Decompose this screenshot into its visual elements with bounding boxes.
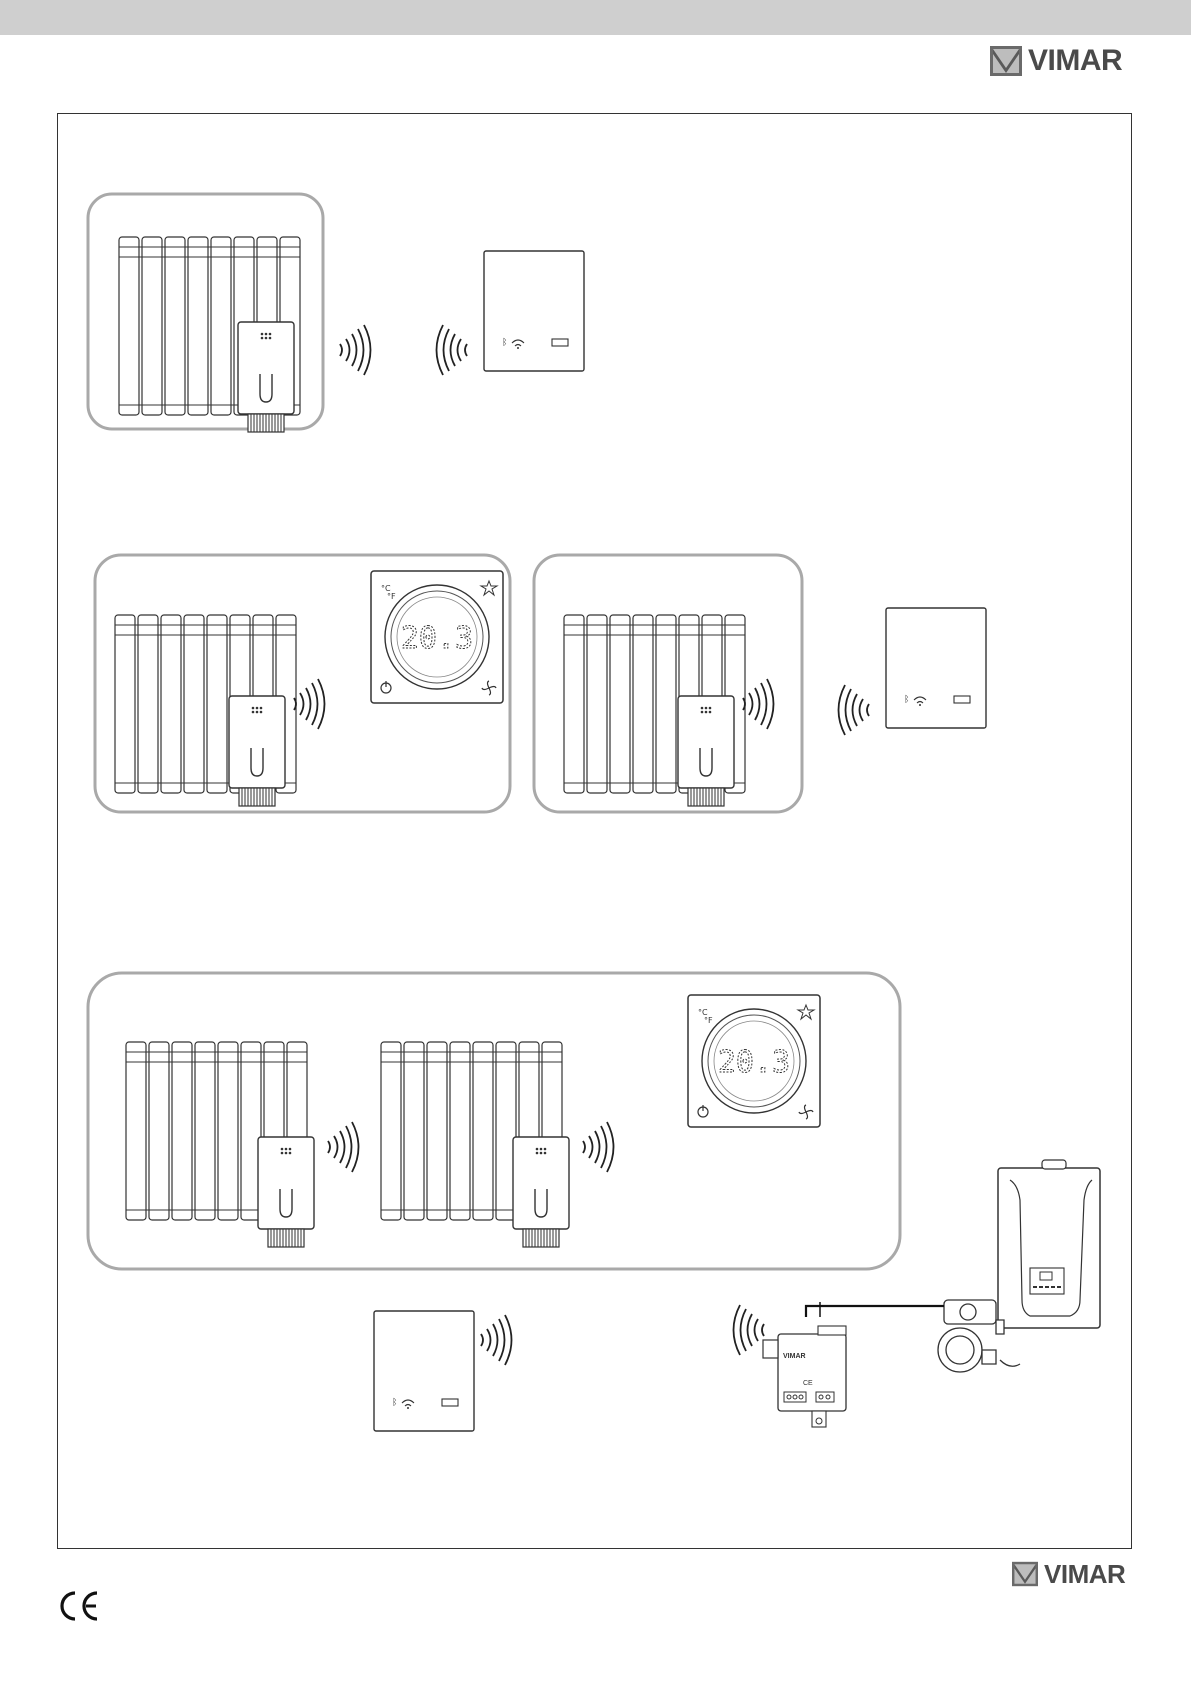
vimar-logo-icon [1012,1561,1038,1587]
svg-text:VIMAR: VIMAR [783,1353,806,1360]
vimar-logo-bottom: VIMAR [1012,1561,1125,1587]
boiler [998,1160,1100,1328]
relay-module: VIMAR CE [763,1326,846,1427]
svg-text:CE: CE [803,1380,813,1387]
brand-name-bottom: VIMAR [1044,1561,1125,1587]
ce-mark-icon [57,1590,101,1622]
